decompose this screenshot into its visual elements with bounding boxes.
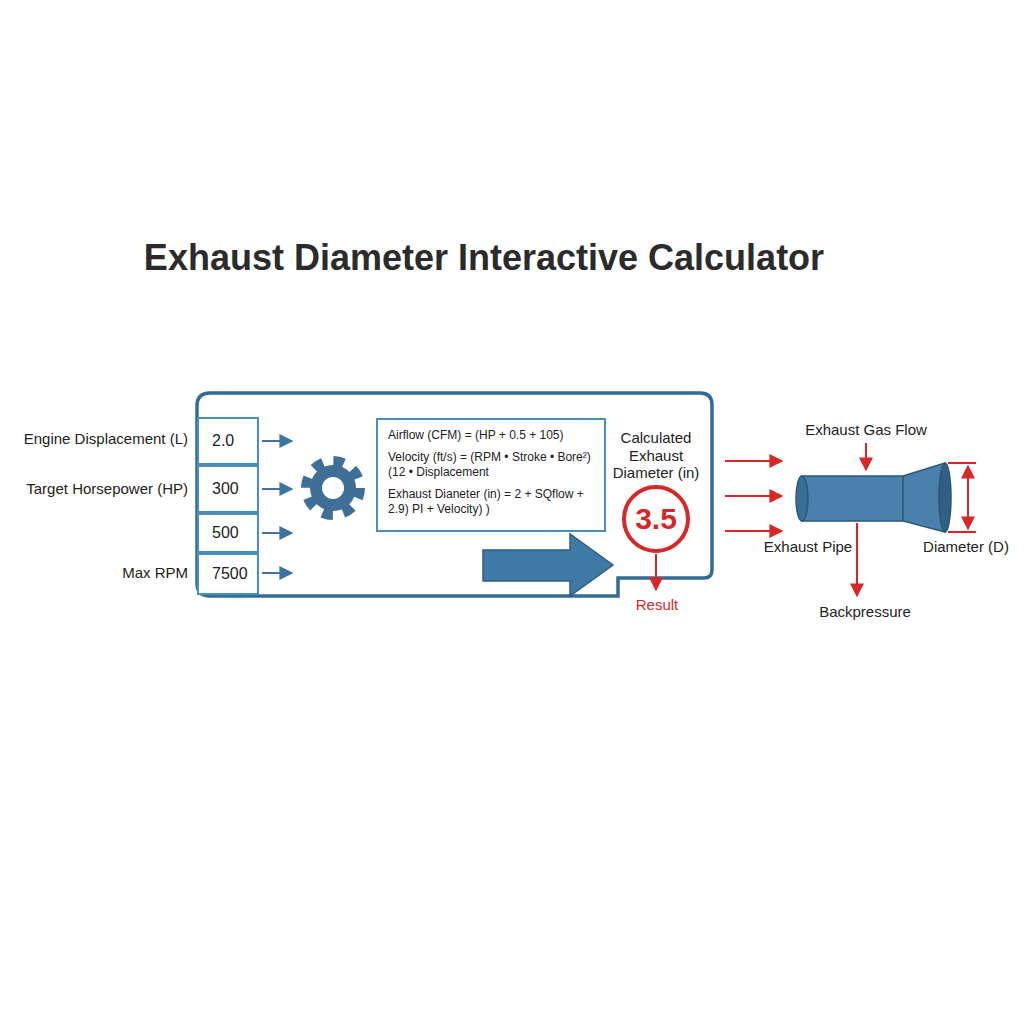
- formula-text: Exhaust Dianeter (in) = 2 + SQflow + 2.9…: [388, 487, 596, 518]
- formula-box: Airflow (CFM) = (HP + 0.5 + 105) Velocity…: [376, 418, 606, 532]
- input-box: 300: [197, 465, 259, 513]
- input-value: 500: [212, 524, 239, 542]
- formula-text: Velocity (ft/s) = (RPM • Stroke • Bore²)…: [388, 450, 596, 481]
- input-value: 7500: [212, 565, 248, 583]
- dimension-label: Diameter (D): [923, 538, 1009, 555]
- result-circle: Calculated Exhaust Diameter (in)3.5: [622, 485, 690, 553]
- result-leader: [655, 554, 657, 590]
- input-label: Engine Displacement (L): [24, 430, 188, 447]
- input-label: Max RPM: [122, 564, 188, 581]
- input-box: 7500: [197, 553, 259, 595]
- gear-icon: [306, 461, 360, 515]
- diameter-dimension: [948, 463, 976, 532]
- result-value: 3.5: [626, 502, 686, 536]
- result-heading: Calculated Exhaust Diameter (in): [603, 429, 709, 481]
- formula-text: Airflow (CFM) = (HP + 0.5 + 105): [388, 428, 596, 444]
- flow-label: Exhaust Gas Flow: [805, 421, 927, 438]
- input-value: 2.0: [212, 432, 234, 450]
- backpressure-label: Backpressure: [819, 603, 911, 620]
- input-value: 300: [212, 480, 239, 498]
- input-box: 500: [197, 513, 259, 553]
- input-box: 2.0: [197, 417, 259, 465]
- input-label: Target Horsepower (HP): [26, 480, 188, 497]
- calculator-panel: [197, 393, 712, 596]
- block-arrow: [483, 534, 613, 596]
- exhaust-pipe: [796, 463, 951, 532]
- page-title: Exhaust Diameter Interactive Calculator: [144, 237, 824, 278]
- input-arrows: [262, 441, 292, 573]
- pipe-label: Exhaust Pipe: [764, 538, 852, 555]
- result-label: Result: [636, 596, 679, 613]
